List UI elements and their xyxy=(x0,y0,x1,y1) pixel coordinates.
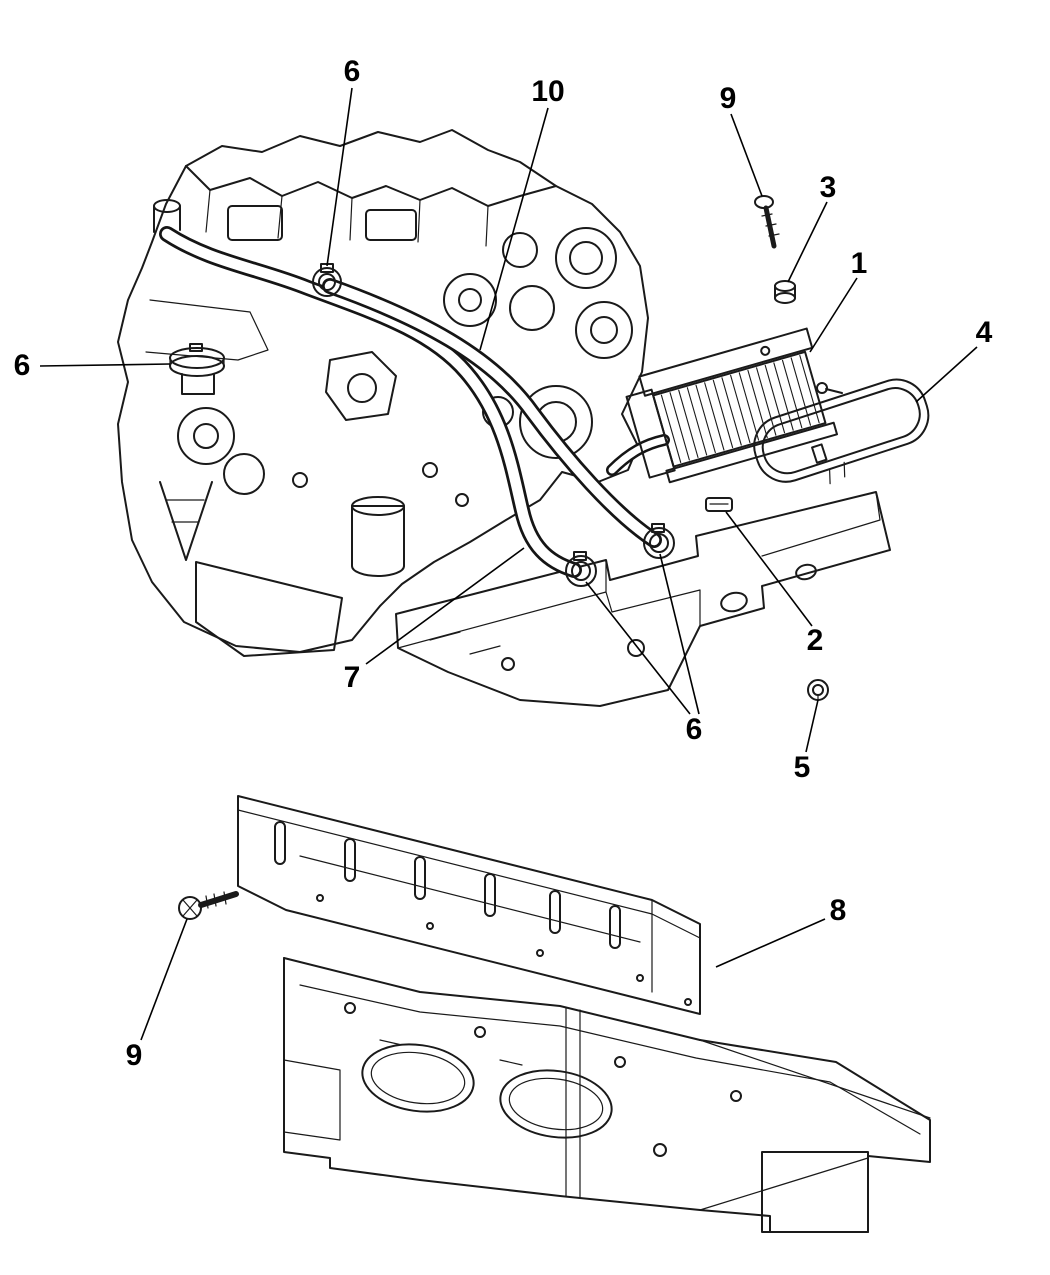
callout-3: 3 xyxy=(819,171,837,204)
mount-screw-top xyxy=(754,195,780,249)
nut xyxy=(807,679,829,701)
radiator-support xyxy=(283,957,931,1233)
upper-heater-hose xyxy=(159,226,582,578)
callout-2: 2 xyxy=(806,624,824,657)
heater-pipe-stub xyxy=(153,199,181,233)
hose-clamp-end-b xyxy=(643,523,675,559)
mount-screw-bottom xyxy=(178,891,239,920)
radiator-seal xyxy=(753,378,930,485)
retainer-clip xyxy=(705,497,733,512)
callout-9-top: 9 xyxy=(719,82,737,115)
frame-rail xyxy=(395,491,891,707)
leader-lines xyxy=(39,87,978,1041)
callout-4: 4 xyxy=(975,316,993,349)
closure-panel xyxy=(237,795,701,1015)
callout-5: 5 xyxy=(793,751,811,784)
callout-1: 1 xyxy=(850,247,868,280)
core-mount-bolt xyxy=(816,382,843,394)
elbow-hose xyxy=(606,434,670,476)
hose-clamp-end-a xyxy=(565,551,597,587)
heater-core xyxy=(625,327,839,484)
callout-7: 7 xyxy=(343,661,361,694)
callout-6-left: 6 xyxy=(13,349,31,382)
engine-assembly xyxy=(117,129,649,657)
callout-10: 10 xyxy=(531,75,565,108)
callout-6-top: 6 xyxy=(343,55,361,88)
grommet xyxy=(774,280,796,304)
lower-heater-hose xyxy=(322,278,662,548)
callout-6-bottom: 6 xyxy=(685,713,703,746)
callout-8: 8 xyxy=(829,894,847,927)
callout-9-bottom: 9 xyxy=(125,1039,143,1072)
thermostat-housing xyxy=(169,343,225,395)
